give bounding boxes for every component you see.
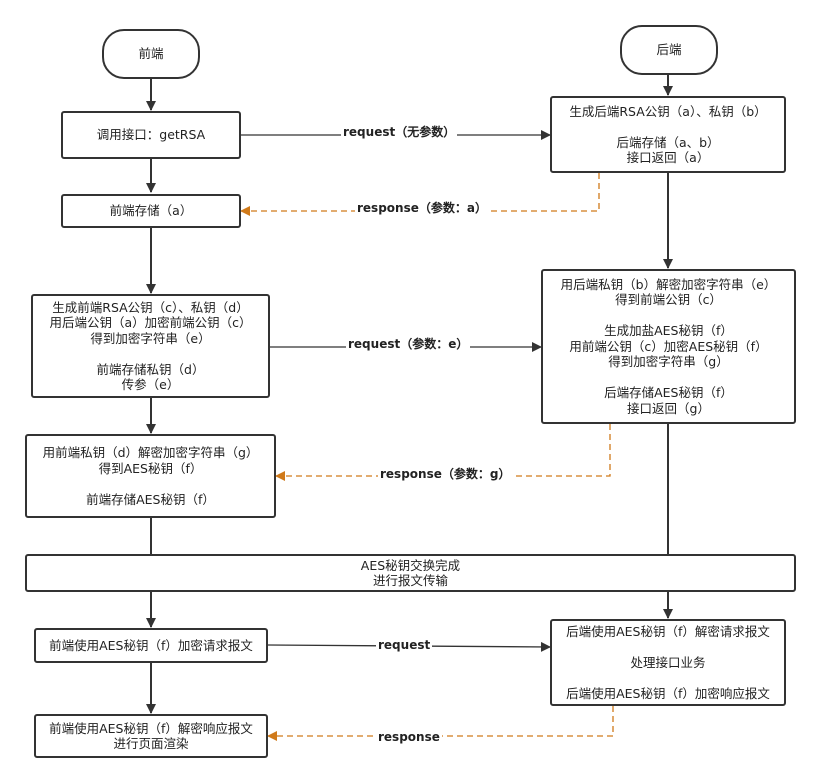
edge-response-1 <box>240 173 600 216</box>
frontend-gen-rsa-node: 生成前端RSA公钥（c）、私钥（d）用后端公钥（a）加密前端公钥（c）得到加密字… <box>31 294 270 398</box>
node-text-line: 后端使用AES秘钥（f）加密响应报文 <box>566 685 770 701</box>
node-text-line: 进行报文传输 <box>372 573 448 588</box>
node-text-line: 用后端私钥（b）解密加密字符串（e） <box>560 276 777 292</box>
node-text-line: 生成前端RSA公钥（c）、私钥（d） <box>52 299 249 315</box>
node-text-line: 传参（e） <box>121 377 180 392</box>
node-text-line: 得到AES秘钥（f） <box>98 460 203 476</box>
node-text-line: 调用接口：getRSA <box>96 127 206 143</box>
node-text-line: 得到前端公钥（c） <box>615 292 722 308</box>
aes-exchange-done-node: AES秘钥交换完成进行报文传输 <box>25 554 796 592</box>
backend-decrypt-e-node: 用后端私钥（b）解密加密字符串（e）得到前端公钥（c） 生成加盐AES秘钥（f）用… <box>541 269 796 424</box>
node-text-line: 前端使用AES秘钥（f）加密请求报文 <box>49 637 253 653</box>
node-text-line: 用后端公钥（a）加密前端公钥（c） <box>49 315 252 330</box>
node-text-line: 前端存储（a） <box>109 203 193 219</box>
frontend-store-a-node: 前端存储（a） <box>61 194 241 228</box>
node-text-line: 生成加盐AES秘钥（f） <box>604 323 733 339</box>
node-text-line: 前端使用AES秘钥（f）解密响应报文 <box>49 720 253 736</box>
node-text-line: 接口返回（g） <box>627 400 710 416</box>
edge-label-request-1: request（无参数） <box>341 125 458 139</box>
edge-label-response-2: response（参数：g） <box>378 467 513 481</box>
node-text-line: 后端使用AES秘钥（f）解密请求报文 <box>566 623 770 639</box>
node-text-line: 生成后端RSA公钥（a）、私钥（b） <box>569 103 767 119</box>
node-text-line: 接口返回（a） <box>626 150 710 165</box>
node-text-line: 后端存储（a、b） <box>616 134 720 150</box>
node-text-line: AES秘钥交换完成 <box>360 557 461 573</box>
node-text-line: 后端 <box>656 42 682 58</box>
node-text-line: 得到加密字符串（g） <box>608 354 729 370</box>
backend-start-node: 后端 <box>620 25 718 75</box>
frontend-decrypt-response-node: 前端使用AES秘钥（f）解密响应报文进行页面渲染 <box>34 714 268 758</box>
call-getrsa-node: 调用接口：getRSA <box>61 111 241 159</box>
edge-label-response-1: response（参数：a） <box>355 201 489 215</box>
edge-label-request-3: request <box>376 638 433 652</box>
node-text-line: 进行页面渲染 <box>113 736 189 751</box>
node-text-line: 用前端私钥（d）解密加密字符串（g） <box>42 445 259 460</box>
backend-gen-rsa-node: 生成后端RSA公钥（a）、私钥（b） 后端存储（a、b）接口返回（a） <box>550 96 786 173</box>
edge-label-request-2: request（参数：e） <box>346 337 471 351</box>
node-text-line: 前端 <box>138 46 164 62</box>
node-text-line: 用前端公钥（c）加密AES秘钥（f） <box>569 338 768 354</box>
node-text-line: 后端存储AES秘钥（f） <box>604 385 733 401</box>
node-text-line: 处理接口业务 <box>630 654 706 670</box>
frontend-encrypt-request-node: 前端使用AES秘钥（f）加密请求报文 <box>34 628 268 663</box>
node-text-line: 前端存储AES秘钥（f） <box>86 491 215 507</box>
edge-label-response-3: response <box>376 730 442 744</box>
node-text-line: 得到加密字符串（e） <box>90 330 211 346</box>
frontend-decrypt-g-node: 用前端私钥（d）解密加密字符串（g）得到AES秘钥（f） 前端存储AES秘钥（f） <box>25 434 276 518</box>
frontend-start-node: 前端 <box>102 29 200 79</box>
backend-process-node: 后端使用AES秘钥（f）解密请求报文处理接口业务后端使用AES秘钥（f）加密响应… <box>550 619 786 706</box>
node-text-line: 前端存储私钥（d） <box>96 361 205 377</box>
